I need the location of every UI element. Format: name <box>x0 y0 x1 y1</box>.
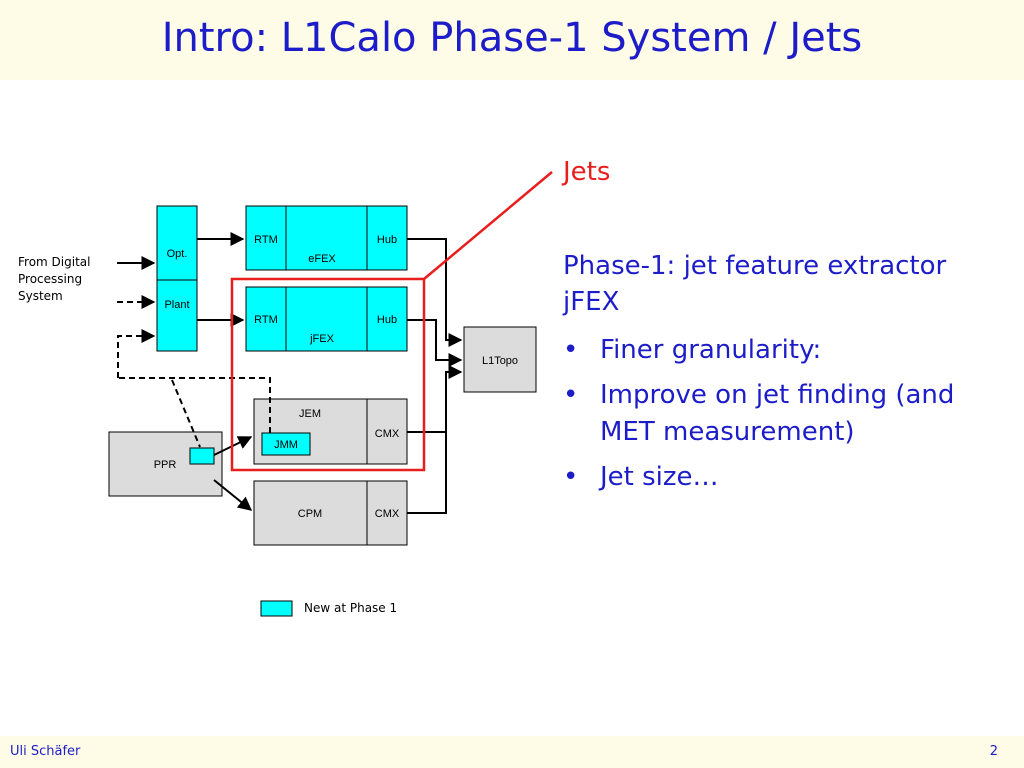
hub-jfex-label: Hub <box>377 314 397 326</box>
source-label-line-2: Processing <box>18 272 82 286</box>
jmm-module <box>261 432 311 456</box>
ppr-new-submodule <box>189 447 215 465</box>
bullet-text: Jet size… <box>600 462 719 492</box>
ppr-to-cpm-arrow <box>213 479 253 511</box>
source-label-line-3: System <box>18 289 63 303</box>
page-number: 2 <box>989 744 998 759</box>
ppr-submodule-dashed-link <box>171 379 201 448</box>
plant-feedback-dashed-arrow <box>117 329 156 378</box>
ppr-label: PPR <box>154 459 177 471</box>
jmm-label: JMM <box>274 439 298 451</box>
footer-author: Uli Schäfer <box>10 744 81 759</box>
l1topo-module <box>463 326 537 393</box>
efex-hub-to-l1topo-arrow <box>407 238 463 347</box>
bullet-item: • Finer granularity: <box>563 332 1003 369</box>
legend-swatch <box>260 600 293 617</box>
jfex-label: jFEX <box>309 333 335 345</box>
cpm-module <box>253 480 408 546</box>
jmm-to-loop-dashed-line <box>118 377 271 433</box>
cpm-label: CPM <box>298 508 322 520</box>
rtm-efex-label: RTM <box>254 234 278 246</box>
efex-label: eFEX <box>308 253 336 265</box>
cmx-jem-label: CMX <box>375 428 400 440</box>
bullet-text: Finer granularity: <box>600 335 822 365</box>
source-label-line-1: From Digital <box>18 255 90 269</box>
bullet-glyph: • <box>563 335 579 365</box>
title-band <box>0 0 1024 80</box>
slide-title: Intro: L1Calo Phase-1 System / Jets <box>161 15 863 61</box>
bullet-glyph: • <box>563 462 579 492</box>
jets-callout-line <box>423 171 553 280</box>
hub-efex-label: Hub <box>377 234 397 246</box>
cpm-cmx-to-l1topo-line <box>407 432 447 514</box>
jets-heading: Jets <box>563 157 611 187</box>
rtm-jfex-label: RTM <box>254 314 278 326</box>
legend-label: New at Phase 1 <box>304 601 397 615</box>
jets-highlight-box <box>230 277 426 472</box>
jfex-module <box>245 286 408 352</box>
opt-label: Opt. <box>167 248 188 260</box>
jem-label: JEM <box>299 408 321 420</box>
opt-plant-module <box>156 205 198 352</box>
plant-label: Plant <box>164 299 189 311</box>
l1topo-label: L1Topo <box>482 355 518 367</box>
phase-1-paragraph: Phase-1: jet feature extractor jFEX <box>563 251 947 317</box>
bullet-glyph: • <box>563 380 579 410</box>
bullet-list: • Finer granularity: • Improve on jet find… <box>563 332 1003 504</box>
bullet-text: Improve on jet finding (and MET measurem… <box>600 380 955 447</box>
footer-band <box>0 736 1024 768</box>
bullet-item: • Jet size… <box>563 459 1003 496</box>
cmx-cpm-label: CMX <box>375 508 400 520</box>
cmx-to-l1topo-arrow <box>407 365 463 433</box>
bullet-item: • Improve on jet finding (and MET measure… <box>563 377 1003 451</box>
jfex-hub-to-l1topo-arrow <box>407 319 463 367</box>
